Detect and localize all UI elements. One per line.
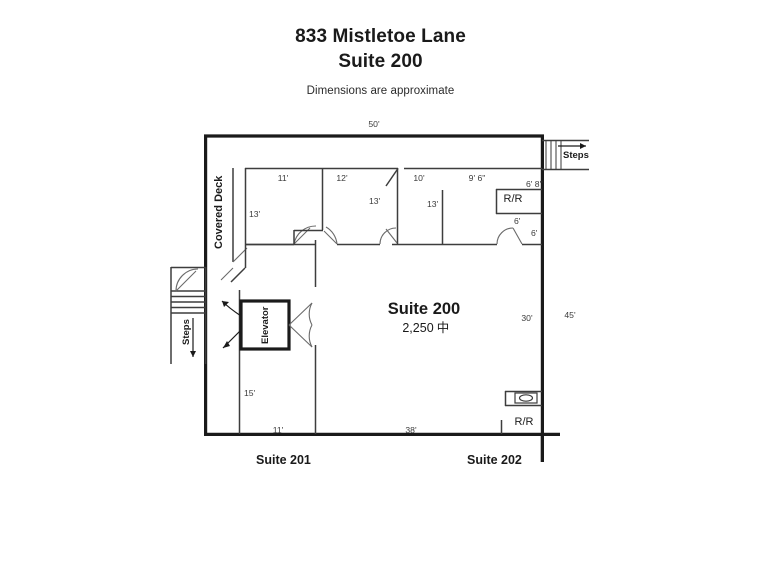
neighbor-suite-left-label: Suite 201 bbox=[256, 453, 311, 467]
neighbor-labels-group: Suite 201 Suite 202 bbox=[256, 434, 544, 467]
elevator-group: Elevator bbox=[221, 299, 313, 351]
suite-main-area-unit: 中 bbox=[437, 320, 450, 335]
dimension-overall-depth: 45' bbox=[564, 310, 576, 320]
neighbor-suite-right-label: Suite 202 bbox=[467, 453, 522, 467]
steps-left-door-arc bbox=[175, 268, 199, 292]
dimension-lower-left-depth: 15' bbox=[244, 388, 256, 398]
restroom-fixture-bowl bbox=[518, 394, 534, 402]
restroom-fixture-box bbox=[514, 392, 538, 404]
angled-wall-room3 bbox=[385, 168, 399, 187]
dimension-room4-width: 9' 6" bbox=[469, 173, 486, 183]
covered-deck-door-leaf bbox=[232, 247, 248, 263]
door-arc-2 bbox=[325, 226, 338, 245]
steps-left-label: Steps bbox=[181, 319, 192, 345]
building-outer-walls bbox=[204, 134, 560, 462]
dimension-room2-depth: 13' bbox=[369, 196, 381, 206]
lobby-partitions-group bbox=[230, 240, 317, 434]
door-leaf-3 bbox=[385, 228, 398, 244]
steps-right-group: Steps bbox=[542, 139, 589, 171]
page-title-suite: Suite 200 bbox=[338, 51, 423, 72]
elevator-door-leaf-top bbox=[288, 302, 313, 326]
door-leaf-4 bbox=[512, 227, 523, 245]
dimension-restroom-a: 6' 8" bbox=[526, 179, 543, 189]
elevator-door-leaf-bottom bbox=[288, 324, 313, 348]
steps-left-door-leaf bbox=[175, 270, 197, 292]
dimension-room1-depth: 13' bbox=[249, 209, 261, 219]
covered-deck-label: Covered Deck bbox=[213, 175, 225, 249]
dimension-bottom-width: 38' bbox=[405, 425, 417, 435]
steps-left-group: Steps bbox=[170, 266, 207, 364]
page-title-address: 833 Mistletoe Lane bbox=[295, 26, 466, 47]
dimension-room3-depth: 13' bbox=[427, 199, 439, 209]
covered-deck-door-leaf-2 bbox=[220, 267, 234, 281]
restroom-top-group: R/R 6' 8" 6' 6' bbox=[495, 179, 543, 238]
suite-main-area: 2,250 bbox=[402, 321, 433, 335]
corridor-doors-group bbox=[293, 225, 523, 245]
restroom-bottom-label: R/R bbox=[515, 416, 534, 428]
restroom-top-label: R/R bbox=[504, 193, 523, 205]
elevator-arrow-down-head bbox=[223, 341, 230, 348]
partition-lobby-angled bbox=[230, 267, 246, 283]
elevator-door-arc-top bbox=[308, 302, 313, 326]
covered-deck-group: Covered Deck bbox=[213, 168, 248, 281]
restroom-bottom-group: R/R bbox=[500, 390, 542, 434]
top-rooms-group: 11' 12' 10' 9' 6" 13' 13' 13' bbox=[244, 167, 542, 246]
suite-main-name: Suite 200 bbox=[388, 300, 460, 318]
dimension-50-label: 50' bbox=[368, 119, 380, 129]
dimension-restroom-b: 6' bbox=[514, 216, 521, 226]
dimension-top-overall: 50' bbox=[368, 119, 380, 129]
elevator-arrow-up-head bbox=[222, 301, 229, 307]
dimension-room2-width: 12' bbox=[336, 173, 348, 183]
elevator-label: Elevator bbox=[260, 306, 271, 344]
dimension-room1-width: 11' bbox=[278, 173, 289, 183]
dimension-interior-depth: 30' bbox=[521, 313, 533, 323]
door-arc-3 bbox=[379, 227, 397, 245]
dimension-restroom-c: 6' bbox=[531, 228, 538, 238]
door-leaf-2 bbox=[323, 230, 338, 245]
title-block: 833 Mistletoe Lane Suite 200 Dimensions … bbox=[0, 24, 761, 97]
door-arc-4 bbox=[496, 227, 514, 245]
dimension-room3-width: 10' bbox=[413, 173, 425, 183]
disclaimer-text: Dimensions are approximate bbox=[306, 85, 455, 97]
elevator-door-arc-bottom bbox=[308, 324, 313, 348]
lower-left-dimensions-group: 15' 11' 38' bbox=[244, 388, 417, 435]
dimension-lower-left-width: 11' bbox=[273, 425, 284, 435]
suite-main-label-group: Suite 200 2,250 中 bbox=[388, 300, 460, 335]
right-dimensions-group: 30' 45' bbox=[521, 310, 576, 323]
steps-left-arrow-head bbox=[190, 351, 196, 357]
steps-right-arrow-head bbox=[580, 143, 586, 149]
steps-right-label: Steps bbox=[563, 150, 589, 161]
